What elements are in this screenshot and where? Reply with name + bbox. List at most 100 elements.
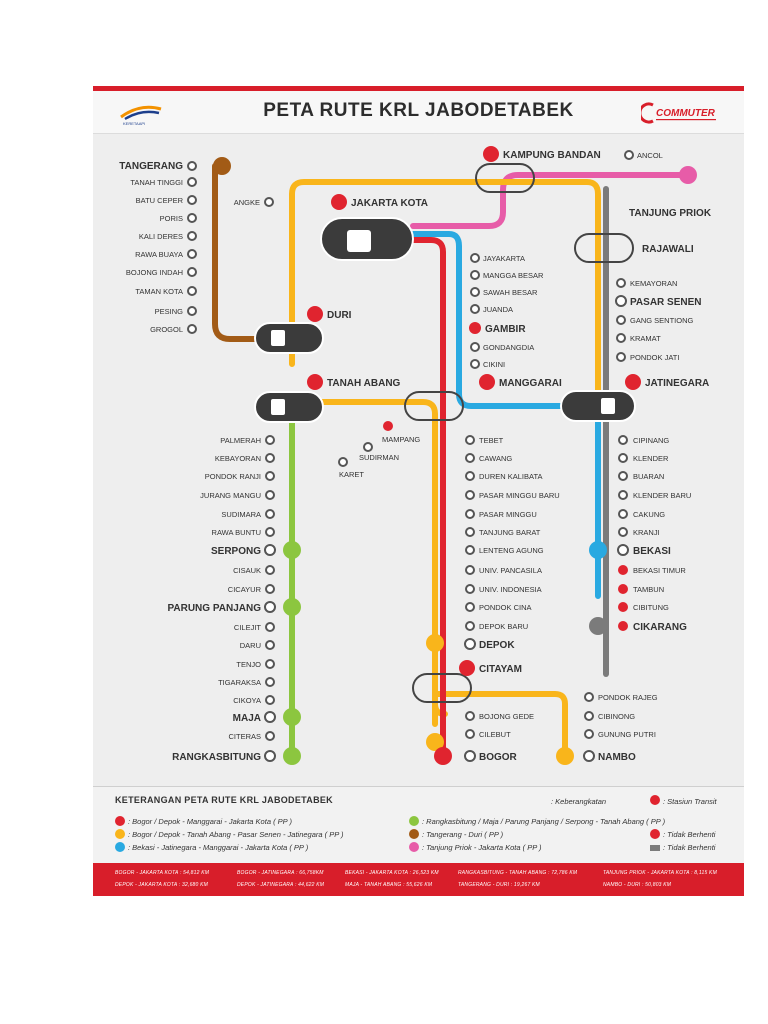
station-buaran: BUARAN: [633, 472, 664, 481]
station-dot[interactable]: [470, 270, 480, 280]
station-dot[interactable]: [187, 324, 197, 334]
station-dot[interactable]: [618, 527, 628, 537]
station-dot[interactable]: [265, 435, 275, 445]
station-dot[interactable]: [465, 602, 475, 612]
station-dot[interactable]: [618, 471, 628, 481]
station-dot[interactable]: [617, 544, 629, 556]
station-dot[interactable]: [618, 435, 628, 445]
station-dot[interactable]: [584, 729, 594, 739]
station-tigaraksa: TIGARAKSA: [218, 678, 261, 687]
station-dot[interactable]: [265, 640, 275, 650]
origin-marker-icon: [283, 598, 301, 616]
station-dot[interactable]: [615, 295, 627, 307]
station-dot[interactable]: [616, 333, 626, 343]
station-sudimara: SUDIMARA: [221, 510, 261, 519]
no-stop-icon: [469, 322, 481, 334]
station-dot[interactable]: [265, 677, 275, 687]
station-dot[interactable]: [465, 729, 475, 739]
station-dot[interactable]: [265, 584, 275, 594]
station-bojong-indah: BOJONG INDAH: [126, 268, 183, 277]
station-dot[interactable]: [265, 490, 275, 500]
station-dot[interactable]: [470, 253, 480, 263]
station-dot[interactable]: [187, 195, 197, 205]
station-dot[interactable]: [465, 527, 475, 537]
station-dot[interactable]: [187, 306, 197, 316]
route-lines: [212, 163, 691, 759]
station-dot[interactable]: [187, 249, 197, 259]
station-dot[interactable]: [584, 711, 594, 721]
station-dot[interactable]: [187, 213, 197, 223]
station-dot[interactable]: [618, 509, 628, 519]
station-dot[interactable]: [470, 287, 480, 297]
station-dot[interactable]: [465, 545, 475, 555]
station-dot[interactable]: [187, 231, 197, 241]
station-cibitung: CIBITUNG: [633, 603, 669, 612]
station-dot[interactable]: [265, 695, 275, 705]
station-dot[interactable]: [618, 490, 628, 500]
station-dot[interactable]: [464, 750, 476, 762]
station-dot[interactable]: [265, 659, 275, 669]
station-dot[interactable]: [363, 442, 373, 452]
station-dot[interactable]: [265, 509, 275, 519]
no-stop-icon: [650, 829, 660, 839]
logo-right-text: COMMUTER: [656, 108, 716, 119]
station-cikoya: CIKOYA: [233, 696, 261, 705]
station-dot[interactable]: [264, 750, 276, 762]
station-dot[interactable]: [338, 457, 348, 467]
station-dot[interactable]: [465, 471, 475, 481]
station-dot[interactable]: [187, 267, 197, 277]
no-stop-icon: [618, 602, 628, 612]
station-dot[interactable]: [187, 286, 197, 296]
station-dot[interactable]: [624, 150, 634, 160]
no-stop-icon: [618, 565, 628, 575]
station-dot[interactable]: [616, 352, 626, 362]
station-dot[interactable]: [465, 490, 475, 500]
station-dot[interactable]: [470, 342, 480, 352]
route-map-poster: KERETAAPI PETA RUTE KRL JABODETABEK COMM…: [93, 86, 744, 896]
station-dot[interactable]: [465, 711, 475, 721]
station-dot[interactable]: [265, 731, 275, 741]
station-dot[interactable]: [465, 565, 475, 575]
station-dot[interactable]: [265, 565, 275, 575]
station-dot[interactable]: [264, 197, 274, 207]
station-dot[interactable]: [616, 278, 626, 288]
station-dot[interactable]: [265, 527, 275, 537]
header-bar: KERETAAPI PETA RUTE KRL JABODETABEK COMM…: [93, 91, 744, 134]
station-dot[interactable]: [187, 177, 197, 187]
station-dot[interactable]: [264, 601, 276, 613]
station-tanjung-barat: TANJUNG BARAT: [479, 528, 541, 537]
station-dot[interactable]: [470, 304, 480, 314]
origin-marker-icon: [426, 733, 444, 751]
station-dot[interactable]: [187, 161, 197, 171]
station-dot[interactable]: [584, 692, 594, 702]
station-dot[interactable]: [464, 638, 476, 650]
kai-logo-icon: KERETAAPI: [120, 105, 162, 126]
station-pondok-jati: PONDOK JATI: [630, 353, 679, 362]
station-dot[interactable]: [616, 315, 626, 325]
station-kemayoran: KEMAYORAN: [630, 279, 677, 288]
transit-pin-icon: [459, 660, 475, 676]
station-rajawali: RAJAWALI: [642, 244, 694, 255]
station-dot[interactable]: [264, 544, 276, 556]
station-dot[interactable]: [465, 435, 475, 445]
station-dot[interactable]: [583, 750, 595, 762]
station-dot[interactable]: [265, 471, 275, 481]
station-dot[interactable]: [470, 359, 480, 369]
distance-item: MAJA - TANAH ABANG : 55,626 KM: [345, 882, 433, 888]
station-pasar-minggu-baru: PASAR MINGGU BARU: [479, 491, 560, 500]
station-bekasi-timur: BEKASI TIMUR: [633, 566, 686, 575]
distance-footer: BOGOR - JAKARTA KOTA : 54,812 KM BOGOR -…: [93, 863, 744, 896]
station-nambo: NAMBO: [598, 752, 636, 763]
station-cisauk: CISAUK: [233, 566, 261, 575]
station-dot[interactable]: [265, 622, 275, 632]
station-dot[interactable]: [264, 711, 276, 723]
station-dot[interactable]: [465, 509, 475, 519]
station-batu-ceper: BATU CEPER: [136, 196, 184, 205]
station-dot[interactable]: [465, 453, 475, 463]
station-dot[interactable]: [465, 584, 475, 594]
station-dot[interactable]: [618, 453, 628, 463]
station-dot[interactable]: [465, 621, 475, 631]
distance-item: BOGOR - JAKARTA KOTA : 54,812 KM: [115, 870, 210, 876]
train-icon: [271, 330, 285, 346]
station-dot[interactable]: [265, 453, 275, 463]
